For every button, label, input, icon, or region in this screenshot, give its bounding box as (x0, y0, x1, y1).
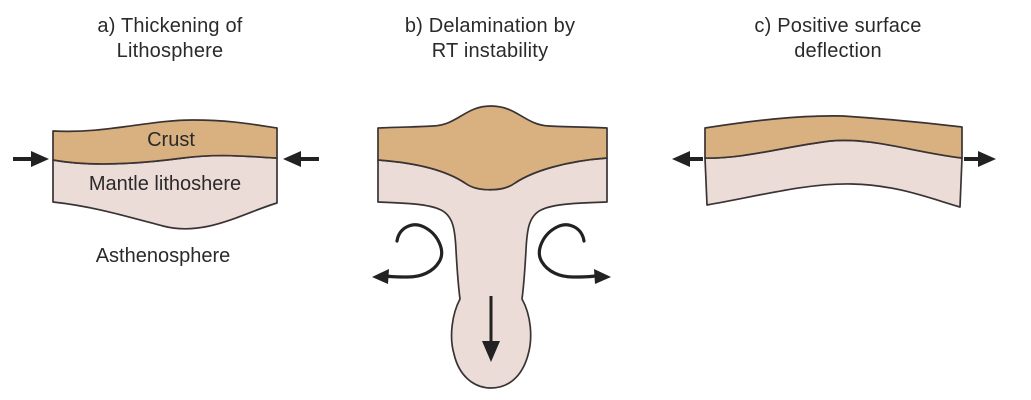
asthenosphere-label: Asthenosphere (95, 245, 231, 267)
compression-arrow-left-icon (13, 151, 49, 167)
panel-b-title-line2: RT instability (431, 40, 549, 62)
extension-arrow-right-icon (964, 151, 996, 167)
panel-a-title-line2: Lithosphere (116, 40, 224, 62)
panel-c-diagram (672, 115, 996, 208)
convection-curl-right-head (594, 269, 611, 284)
extension-arrow-left-icon (672, 151, 703, 167)
crust-label: Crust (147, 129, 195, 151)
convection-curl-left-path (384, 223, 444, 279)
panel-c-title: c) Positive surface deflection (698, 14, 978, 64)
convection-curl-left-icon (372, 223, 444, 284)
panel-b-title-line1: b) Delamination by (404, 15, 576, 37)
sinking-arrow-down-icon (482, 296, 500, 362)
extension-arrow-left-head (672, 151, 690, 167)
compression-arrow-right-icon (283, 151, 319, 167)
panel-b-crust-shape (377, 105, 608, 191)
panel-a-diagram (13, 119, 319, 230)
panel-a-title-line1: a) Thickening of (97, 15, 243, 37)
panel-b-title: b) Delamination by RT instability (350, 14, 630, 64)
sinking-arrow-down-head (482, 341, 500, 362)
convection-curl-left-head (372, 269, 389, 284)
mantle-lithosphere-label: Mantle lithoshere (88, 173, 242, 195)
panel-a-crust-shape (52, 119, 278, 165)
panel-c-title-line2: deflection (794, 40, 882, 62)
convection-curl-right-path (537, 223, 597, 279)
panel-c-title-line1: c) Positive surface (754, 15, 922, 37)
panel-c-crust-shape (704, 115, 963, 159)
compression-arrow-right-head (283, 151, 301, 167)
compression-arrow-left-head (31, 151, 49, 167)
panel-b-diagram (372, 105, 611, 389)
convection-curl-right-icon (537, 223, 611, 284)
extension-arrow-right-head (978, 151, 996, 167)
panel-a-title: a) Thickening of Lithosphere (30, 14, 310, 64)
